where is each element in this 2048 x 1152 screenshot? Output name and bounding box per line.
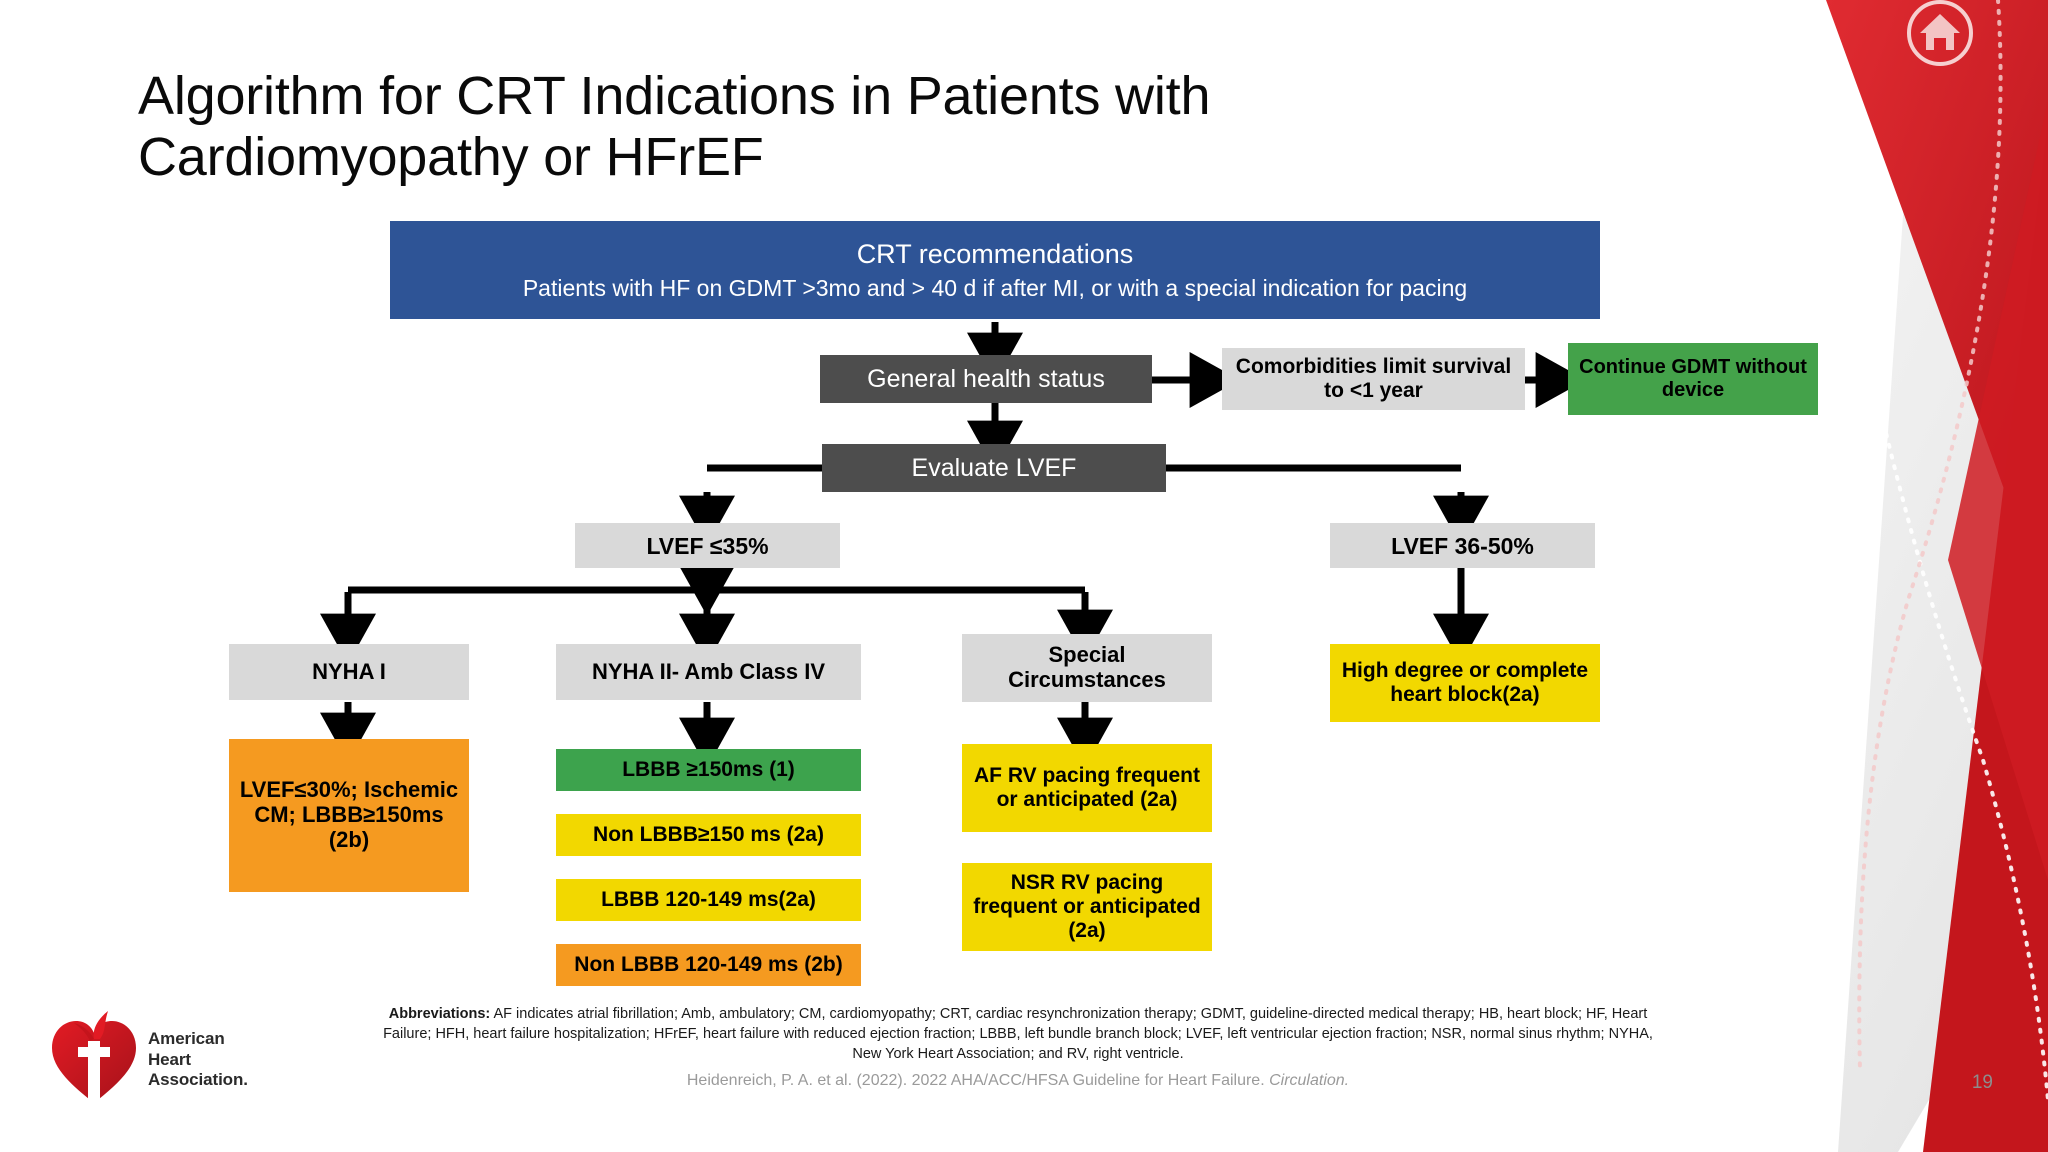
node-high-degree-heart-block: High degree or complete heart block(2a) [1330,644,1600,722]
abbreviations-note: Abbreviations: AF indicates atrial fibri… [368,1004,1668,1064]
node-crt-recommendations: CRT recommendations Patients with HF on … [390,221,1600,319]
aha-logo-wordmark: American Heart Association. [148,1029,248,1091]
abbreviations-label: Abbreviations: [388,1006,491,1022]
node-nsr-rv-pacing: NSR RV pacing frequent or anticipated (2… [962,863,1212,951]
abbreviations-text: AF indicates atrial fibrillation; Amb, a… [383,1006,1653,1062]
node-general-health-status: General health status [820,355,1152,403]
node-af-rv-pacing: AF RV pacing frequent or anticipated (2a… [962,744,1212,832]
page-number: 19 [1971,1072,1993,1093]
citation: Heidenreich, P. A. et al. (2022). 2022 A… [368,1072,1668,1090]
node-comorbidities-limit-survival: Comorbidities limit survival to <1 year [1222,348,1525,410]
aha-logo-line-1: American [148,1029,225,1048]
node-nyha-2-amb-class-4: NYHA II- Amb Class IV [556,644,861,700]
home-icon-button [1907,0,1973,66]
page-title: Algorithm for CRT Indications in Patient… [138,66,1211,187]
crt-algorithm-flowchart: CRT recommendations Patients with HF on … [229,221,1818,986]
aha-heart-torch-icon [52,1011,136,1107]
citation-journal: Circulation. [1269,1072,1350,1089]
crt-recommendations-heading: CRT recommendations [856,238,1134,269]
node-lbbb-120-149ms-class2a: LBBB 120-149 ms(2a) [556,879,861,921]
node-nyha1-outcome: LVEF≤30%; Ischemic CM; LBBB≥150ms (2b) [229,739,469,892]
node-special-circumstances: Special Circumstances [962,634,1212,702]
node-evaluate-lvef: Evaluate LVEF [822,444,1166,492]
aha-logo-line-2: Heart [148,1049,191,1069]
node-non-lbbb-120-149ms-class2b: Non LBBB 120-149 ms (2b) [556,944,861,986]
node-nyha-1: NYHA I [229,644,469,700]
american-heart-association-logo: American Heart Association. [48,1005,298,1115]
node-non-lbbb-150ms-class2a: Non LBBB≥150 ms (2a) [556,814,861,856]
node-continue-gdmt-without-device: Continue GDMT without device [1568,343,1818,415]
decorative-corner-graphic [1748,0,2048,1152]
node-lbbb-150ms-class1: LBBB ≥150ms (1) [556,749,861,791]
citation-main: Heidenreich, P. A. et al. (2022). 2022 A… [686,1072,1270,1089]
crt-recommendations-detail: Patients with HF on GDMT >3mo and > 40 d… [522,275,1468,302]
node-lvef-36-50: LVEF 36-50% [1330,523,1595,568]
aha-logo-line-3: Association. [148,1070,248,1090]
node-lvef-35-or-less: LVEF ≤35% [575,523,840,568]
